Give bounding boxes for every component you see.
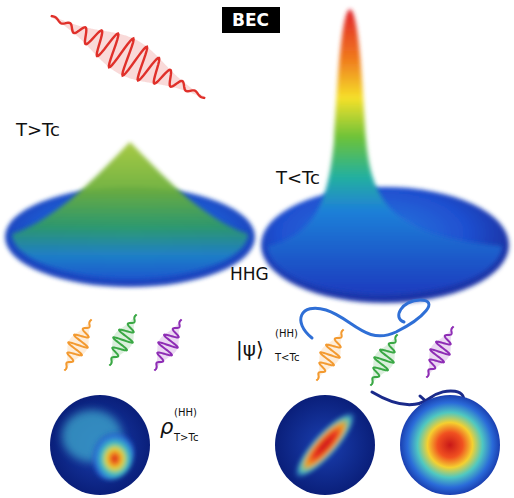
state-symbol: ρ [160, 416, 173, 439]
box-title: BEC [232, 10, 270, 30]
process-label: HHG [230, 265, 269, 284]
light-pulse [316, 329, 343, 380]
temperature-label: T<Tc [276, 168, 320, 188]
pulse-envelope [154, 319, 182, 371]
pulse-envelope [316, 329, 344, 381]
entanglement-loop [301, 300, 429, 338]
pulses [50, 15, 454, 386]
wigner-disk [275, 395, 375, 495]
thermal-cone [12, 142, 248, 278]
state-symbol: |ψ⟩ [236, 338, 264, 360]
title-box: BEC [222, 7, 280, 33]
subscript-label: T<Tc [275, 352, 299, 363]
superscript-label: (HH) [275, 328, 298, 339]
light-pulse [51, 16, 206, 98]
light-pulse [64, 319, 91, 370]
pulse-envelope [50, 15, 205, 98]
superscript-label: (HH) [174, 407, 197, 418]
pulse-envelope [64, 319, 92, 371]
light-pulse [370, 334, 397, 385]
wigner-disk [50, 395, 150, 495]
thermal-blob [86, 424, 134, 480]
light-pulse [426, 326, 453, 377]
coherent-state [400, 395, 500, 495]
light-pulse [154, 319, 181, 370]
squeezed-state [287, 404, 364, 485]
light-pulse [109, 314, 136, 365]
pulse-envelope [426, 326, 454, 378]
pulse-envelope [370, 334, 398, 386]
condensate-peak [268, 9, 502, 294]
pulse-envelope [109, 314, 137, 366]
subscript-label: T>Tc [174, 432, 198, 443]
temperature-label: T>Tc [16, 120, 60, 140]
